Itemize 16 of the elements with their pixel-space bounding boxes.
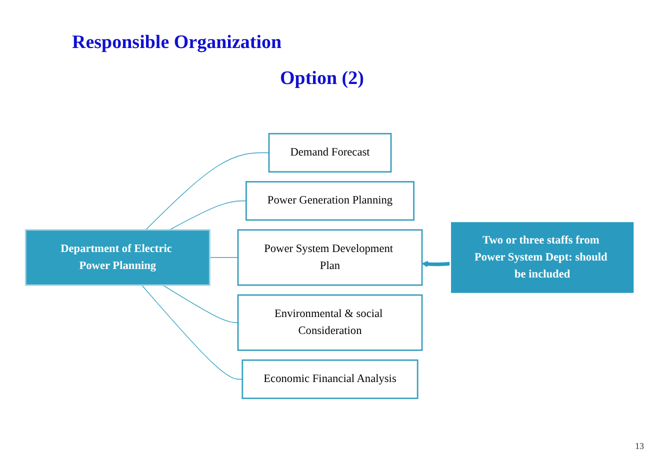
node-box: Two or three staffs from Power System Dept: should be included bbox=[450, 220, 636, 294]
connector bbox=[169, 200, 247, 230]
node-box: Power Generation Planning bbox=[245, 181, 415, 221]
node-box: Economic Financial Analysis bbox=[242, 359, 418, 400]
connector bbox=[209, 257, 238, 258]
slide-title: Responsible Organization bbox=[72, 32, 282, 54]
node-box: Power System Development Plan bbox=[237, 229, 423, 286]
page-number: 13 bbox=[635, 441, 644, 451]
connector bbox=[145, 152, 270, 230]
connector bbox=[162, 284, 238, 323]
node-box: Environmental & social Consideration bbox=[237, 294, 423, 351]
connector bbox=[141, 284, 243, 380]
option-label: Option (2) bbox=[280, 68, 364, 90]
node-box: Demand Forecast bbox=[268, 132, 392, 173]
node-box: Department of Electric Power Planning bbox=[24, 229, 210, 286]
arrow bbox=[422, 260, 450, 268]
